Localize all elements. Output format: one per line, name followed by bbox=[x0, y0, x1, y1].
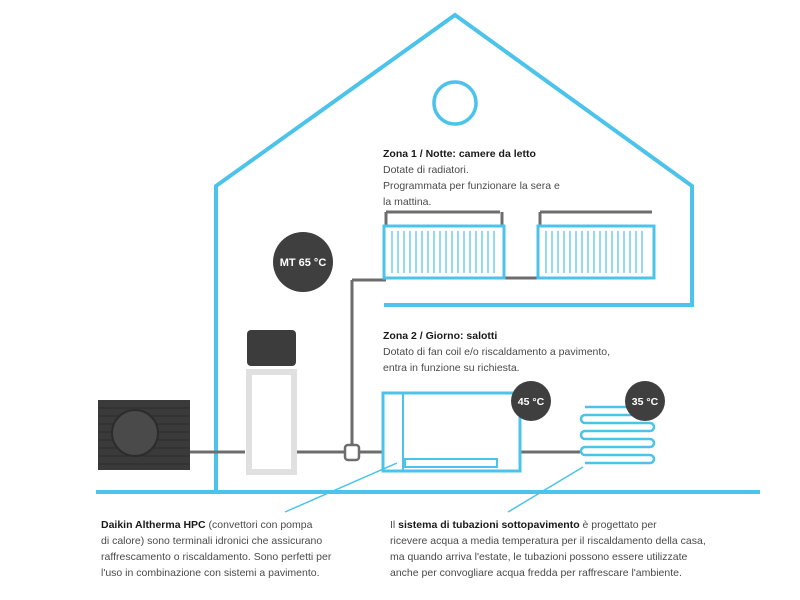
callout-line-fancoil bbox=[284, 462, 398, 513]
zone1-line-1: Dotate di radiatori. bbox=[383, 164, 469, 176]
caption-left-bold: Daikin Altherma HPC bbox=[101, 519, 206, 531]
fan-coil-unit bbox=[381, 391, 522, 473]
callout-line-floor bbox=[507, 466, 584, 513]
underfloor-coil bbox=[579, 405, 656, 465]
badge-45-label: 45 °C bbox=[518, 396, 545, 408]
badge-mt65-label: MT 65 °C bbox=[280, 257, 327, 269]
caption-right-prefix: Il bbox=[390, 519, 399, 531]
caption-left-line-2: di calore) sono terminali idronici che a… bbox=[101, 535, 323, 547]
zone1-line-3: la mattina. bbox=[383, 196, 432, 208]
badge-35: 35 °C bbox=[625, 381, 665, 421]
valve bbox=[343, 443, 361, 462]
outdoor-heat-pump-unit bbox=[98, 400, 190, 470]
caption-left-line-3: raffrescamento o riscaldamento. Sono per… bbox=[101, 551, 332, 563]
caption-left-line-1: (convettori con pompa bbox=[205, 519, 313, 531]
attic-window bbox=[432, 80, 478, 126]
caption-left-line-4: l'uso in combinazione con sistemi a pavi… bbox=[101, 567, 320, 579]
zone2-line-2: entra in funzione su richiesta. bbox=[383, 362, 520, 374]
caption-right-line-1: è progettato per bbox=[579, 519, 657, 531]
zone1-text: Zona 1 / Notte: camere da letto Dotate d… bbox=[383, 146, 623, 210]
radiator-2 bbox=[536, 224, 656, 280]
caption-right-line-3: ma quando arriva l'estate, le tubazioni … bbox=[390, 551, 688, 563]
badge-mt65: MT 65 °C bbox=[273, 232, 333, 292]
radiator-1 bbox=[382, 224, 506, 280]
fan-icon bbox=[111, 409, 159, 457]
zone2-line-1: Dotato di fan coil e/o riscaldamento a p… bbox=[383, 346, 611, 358]
caption-right: Il sistema di tubazioni sottopavimento è… bbox=[390, 517, 730, 581]
caption-right-bold: sistema di tubazioni sottopavimento bbox=[398, 519, 580, 531]
indoor-hydro-unit bbox=[246, 330, 297, 475]
badge-35-label: 35 °C bbox=[632, 396, 659, 408]
caption-right-line-2: ricevere acqua a media temperatura per i… bbox=[390, 535, 706, 547]
badge-45: 45 °C bbox=[511, 381, 551, 421]
zone2-text: Zona 2 / Giorno: salotti Dotato di fan c… bbox=[383, 328, 683, 376]
zone2-title: Zona 2 / Giorno: salotti bbox=[383, 330, 498, 342]
piping bbox=[190, 210, 652, 454]
caption-left: Daikin Altherma HPC (convettori con pomp… bbox=[101, 517, 371, 581]
caption-right-line-4: anche per convogliare acqua fredda per r… bbox=[390, 567, 682, 579]
zone1-title: Zona 1 / Notte: camere da letto bbox=[383, 148, 536, 160]
zone1-line-2: Programmata per funzionare la sera e bbox=[383, 180, 560, 192]
